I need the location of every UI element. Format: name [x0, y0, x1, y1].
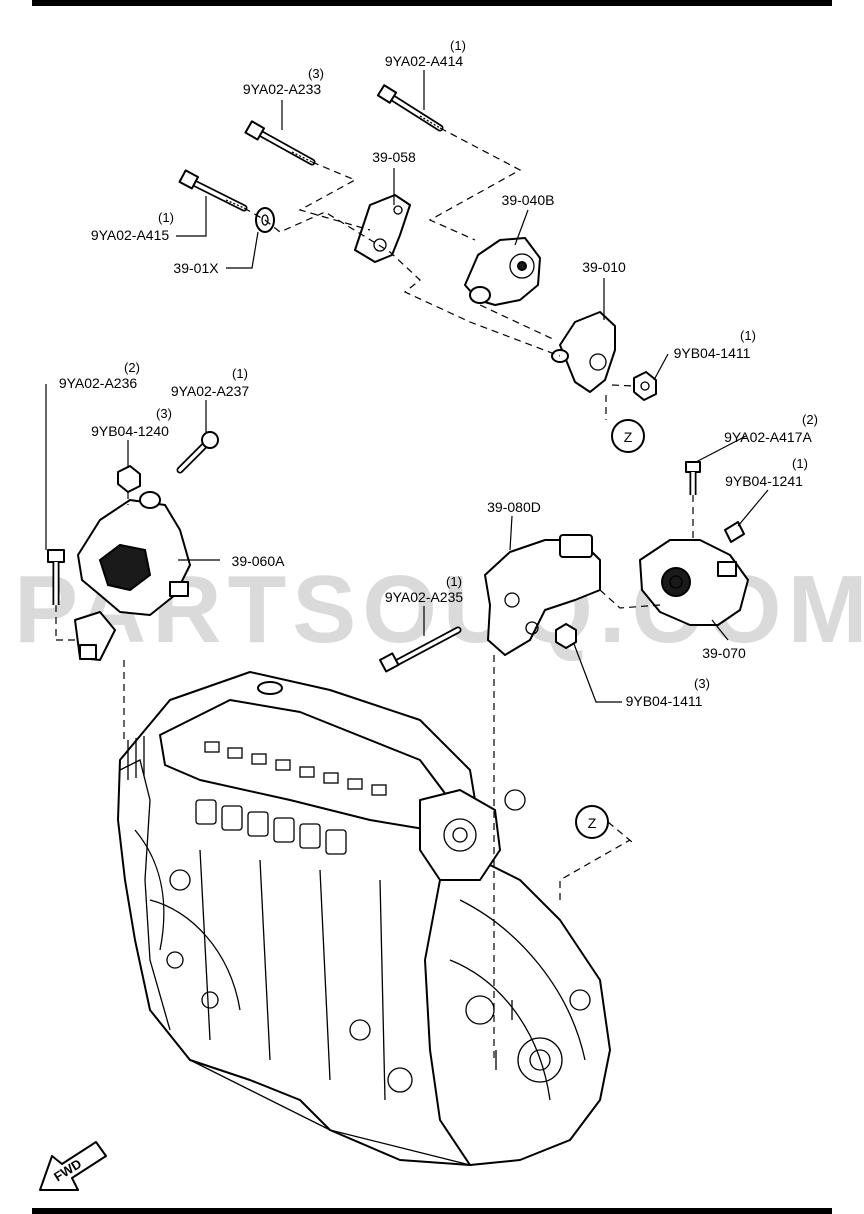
label-1411-bottom: 9YB04-1411: [626, 693, 703, 709]
label-39-01x: 39-01X: [173, 260, 219, 276]
assembly-lines-right: [493, 495, 694, 1060]
mount-39-070: [639, 539, 749, 626]
label-39-060a: 39-060A: [232, 553, 286, 569]
label-39-010: 39-010: [582, 259, 626, 275]
bracket-39-058: [354, 194, 411, 263]
label-39-040b: 39-040B: [502, 192, 555, 208]
bolt-a233: [244, 120, 316, 166]
bracket-39-080d: [484, 534, 601, 656]
label-a415: 9YA02-A415: [91, 227, 170, 243]
forward-direction-arrow: FWD: [39, 1141, 107, 1191]
bolt-a417a: [685, 461, 701, 495]
label-a233-qty: (3): [308, 66, 324, 81]
label-a417a: 9YA02-A417A: [724, 429, 812, 445]
label-a236-qty: (2): [124, 360, 140, 375]
bracket-39-010: [551, 311, 616, 393]
clip-1241: [724, 521, 745, 543]
callout-z-top: Z: [611, 419, 645, 453]
label-1411-top: 9YB04-1411: [674, 345, 751, 361]
label-39-058: 39-058: [372, 149, 416, 165]
label-a237-qty: (1): [232, 366, 248, 381]
nut-1411-top: [633, 371, 657, 401]
label-1240: 9YB04-1240: [91, 423, 169, 439]
label-a417a-qty: (2): [802, 412, 818, 427]
bolt-a415: [178, 169, 248, 212]
label-1240-qty: (3): [156, 406, 172, 421]
svg-text:Z: Z: [588, 815, 597, 831]
label-a236: 9YA02-A236: [59, 375, 138, 391]
mount-39-060a: [74, 491, 191, 661]
label-1411-top-qty: (1): [740, 328, 756, 343]
svg-text:Z: Z: [624, 429, 633, 445]
label-39-080d: 39-080D: [487, 499, 541, 515]
assembly-lines-left: [55, 492, 129, 740]
nut-1411-bottom: [555, 623, 577, 649]
label-a235-qty: (1): [446, 574, 462, 589]
label-a237: 9YA02-A237: [171, 383, 250, 399]
label-1411-bottom-qty: (3): [694, 676, 710, 691]
bottom-border: [32, 1208, 832, 1214]
bolt-a236: [47, 549, 65, 605]
label-a415-qty: (1): [158, 210, 174, 225]
leader-lines: [45, 70, 769, 703]
label-1241-qty: (1): [792, 456, 808, 471]
label-a414: 9YA02-A414: [385, 53, 464, 69]
label-39-070: 39-070: [702, 645, 746, 661]
callout-z-engine: Z: [575, 805, 609, 839]
part-labels: (1) 9YA02-A414 (3) 9YA02-A233 39-058 39-…: [59, 38, 818, 709]
bolt-a237: [176, 431, 219, 474]
nut-1240: [117, 465, 141, 493]
engine-transmission-assembly: [117, 671, 611, 1166]
bolt-a414: [376, 84, 444, 132]
label-a235: 9YA02-A235: [385, 589, 464, 605]
mount-39-040b: [464, 237, 541, 306]
label-a414-qty: (1): [450, 38, 466, 53]
bolt-a235: [379, 626, 462, 673]
assembly-lines-top: [243, 127, 635, 420]
label-1241: 9YB04-1241: [725, 473, 803, 489]
label-a233: 9YA02-A233: [243, 81, 322, 97]
top-border: [32, 0, 832, 6]
